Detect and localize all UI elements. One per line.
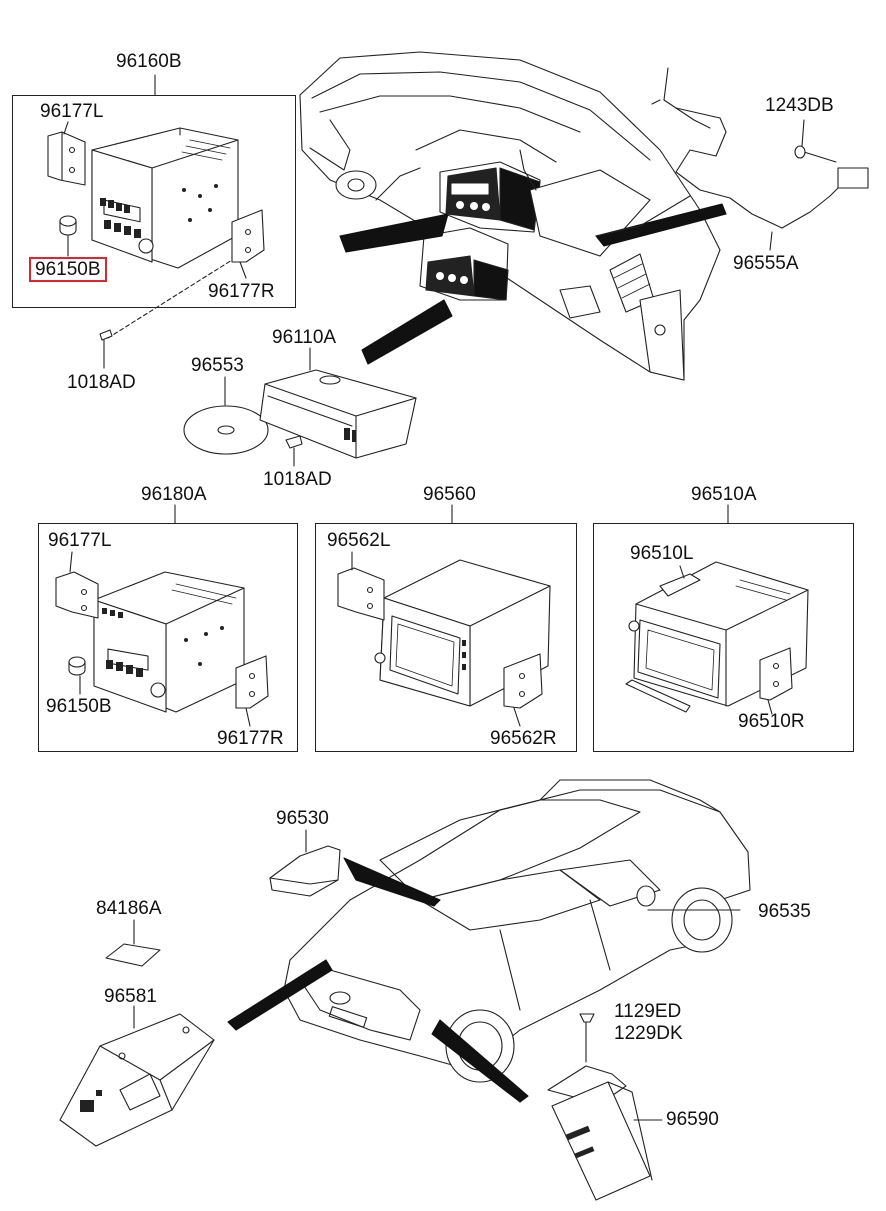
part-label-96150b[interactable]: 96150B: [46, 696, 112, 717]
part-label-1229dk[interactable]: 1229DK: [614, 1023, 683, 1044]
shark-fin-antenna-96530: [269, 829, 341, 897]
part-label-96562l[interactable]: 96562L: [327, 530, 391, 551]
navigation-unit-96560: [337, 551, 551, 727]
head-unit-96160b: [47, 74, 265, 369]
cd-disc-96553: [183, 376, 269, 455]
cd-changer-96110a: [259, 347, 417, 467]
dashboard-drawing: [299, 51, 727, 381]
group-box-96510a: [593, 523, 854, 752]
part-label-96177r[interactable]: 96177R: [208, 281, 275, 302]
module-96581: [59, 1005, 215, 1147]
part-label-96535[interactable]: 96535: [758, 901, 811, 922]
part-label-96180a[interactable]: 96180A: [141, 484, 207, 505]
part-label-96510a[interactable]: 96510A: [691, 484, 757, 505]
group-box-96180a: [38, 523, 298, 752]
part-label-96555a[interactable]: 96555A: [733, 253, 799, 274]
pad-84186a: [105, 919, 161, 967]
part-label-96590[interactable]: 96590: [666, 1109, 719, 1130]
part-label-1243db[interactable]: 1243DB: [765, 95, 834, 116]
part-label-96530[interactable]: 96530: [276, 808, 329, 829]
part-label-96110a[interactable]: 96110A: [272, 327, 337, 348]
part-label-96177r[interactable]: 96177R: [217, 728, 284, 749]
antenna-wire-96555a: [651, 67, 869, 251]
part-label-1018ad[interactable]: 1018AD: [263, 469, 332, 490]
amplifier-96590: [547, 1013, 663, 1201]
navigation-unit-96510a: [625, 561, 809, 715]
part-label-96150b-highlighted[interactable]: 96150B: [29, 257, 107, 282]
part-label-96581[interactable]: 96581: [104, 986, 157, 1007]
part-label-96177l[interactable]: 96177L: [40, 101, 104, 122]
group-box-96160b: [12, 95, 296, 308]
part-label-96562r[interactable]: 96562R: [490, 728, 557, 749]
head-unit-96180a: [55, 551, 269, 727]
part-label-1129ed[interactable]: 1129ED: [614, 1001, 682, 1022]
part-label-1018ad[interactable]: 1018AD: [67, 372, 136, 393]
part-label-96553[interactable]: 96553: [191, 355, 244, 376]
part-label-84186a[interactable]: 84186A: [96, 898, 162, 919]
part-label-96510l[interactable]: 96510L: [630, 543, 694, 564]
part-label-96160b[interactable]: 96160B: [116, 51, 182, 72]
group-box-96560: [315, 523, 577, 752]
part-label-96560[interactable]: 96560: [423, 484, 476, 505]
part-label-96510r[interactable]: 96510R: [738, 711, 805, 732]
car-drawing: [227, 779, 751, 1103]
part-label-96177l[interactable]: 96177L: [48, 530, 112, 551]
